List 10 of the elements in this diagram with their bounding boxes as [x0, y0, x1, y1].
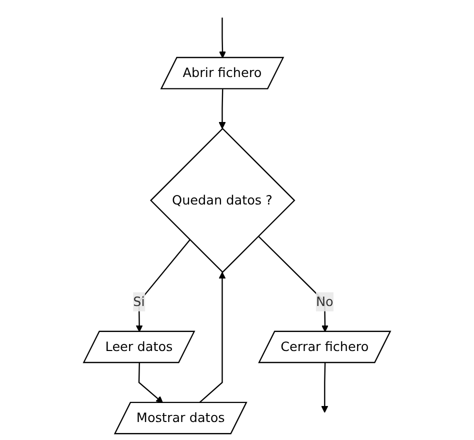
edge-label: Si: [133, 294, 145, 309]
arrow: [136, 239, 190, 332]
arrow: [138, 362, 164, 404]
edge-label: No: [316, 294, 334, 309]
arrow: [218, 89, 226, 129]
arrow: [321, 362, 328, 413]
node-diamond: Quedan datos ?: [150, 128, 296, 274]
arrow: [258, 236, 328, 332]
arrow: [218, 18, 226, 58]
arrow: [198, 272, 226, 404]
